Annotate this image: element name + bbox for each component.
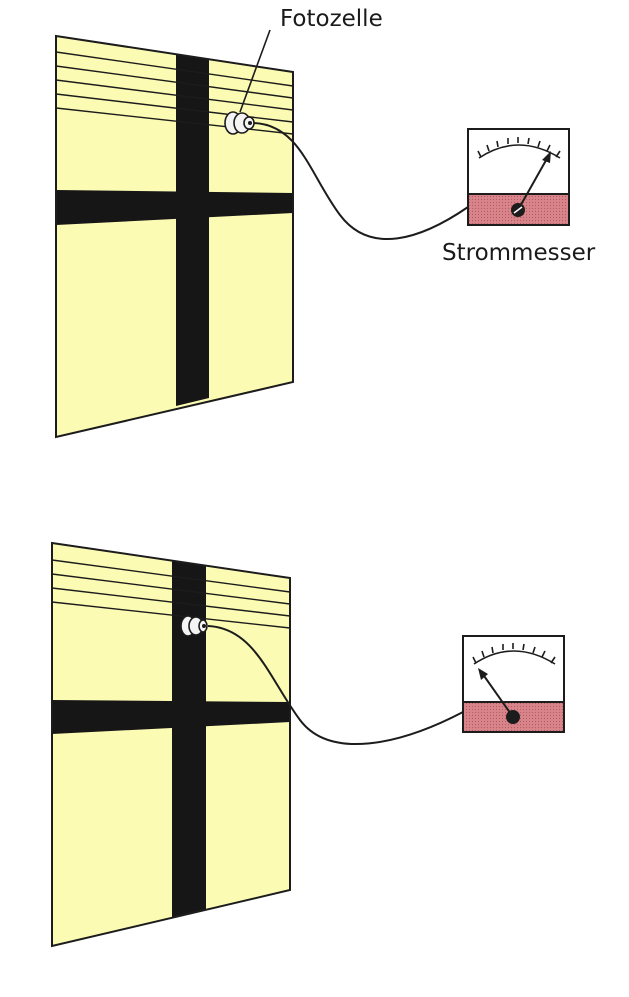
photocell-leader-line	[239, 29, 271, 113]
meter-pivot	[506, 710, 520, 724]
photocell-label: Fotozelle	[280, 6, 383, 32]
photocell-icon	[224, 111, 255, 135]
meter-scale-ticks	[477, 137, 561, 158]
scene-photocell-on-glass	[55, 29, 570, 439]
meter-scale-arc	[473, 650, 556, 665]
ammeter-icon	[462, 635, 565, 733]
meter-needle	[517, 154, 550, 211]
ammeter-icon	[467, 128, 570, 226]
window-outline	[55, 34, 294, 439]
cable	[207, 625, 464, 746]
ammeter-label: Strommesser	[442, 240, 596, 266]
blind-slats	[51, 559, 291, 629]
window-pane	[56, 36, 293, 437]
cable	[253, 122, 469, 240]
window-frame-vertical	[176, 54, 209, 406]
photocell-icon	[180, 615, 208, 637]
scene-photocell-on-frame	[51, 541, 565, 948]
meter-scale-ticks	[472, 643, 556, 664]
blind-slats	[55, 51, 294, 135]
window-pane	[52, 543, 290, 946]
meter-scale-arc	[478, 144, 561, 159]
window-frame-horizontal	[56, 190, 293, 225]
window-frame-horizontal	[52, 700, 290, 734]
meter-needle	[481, 672, 514, 718]
window-frame-vertical	[172, 561, 206, 917]
window-outline	[51, 541, 291, 948]
